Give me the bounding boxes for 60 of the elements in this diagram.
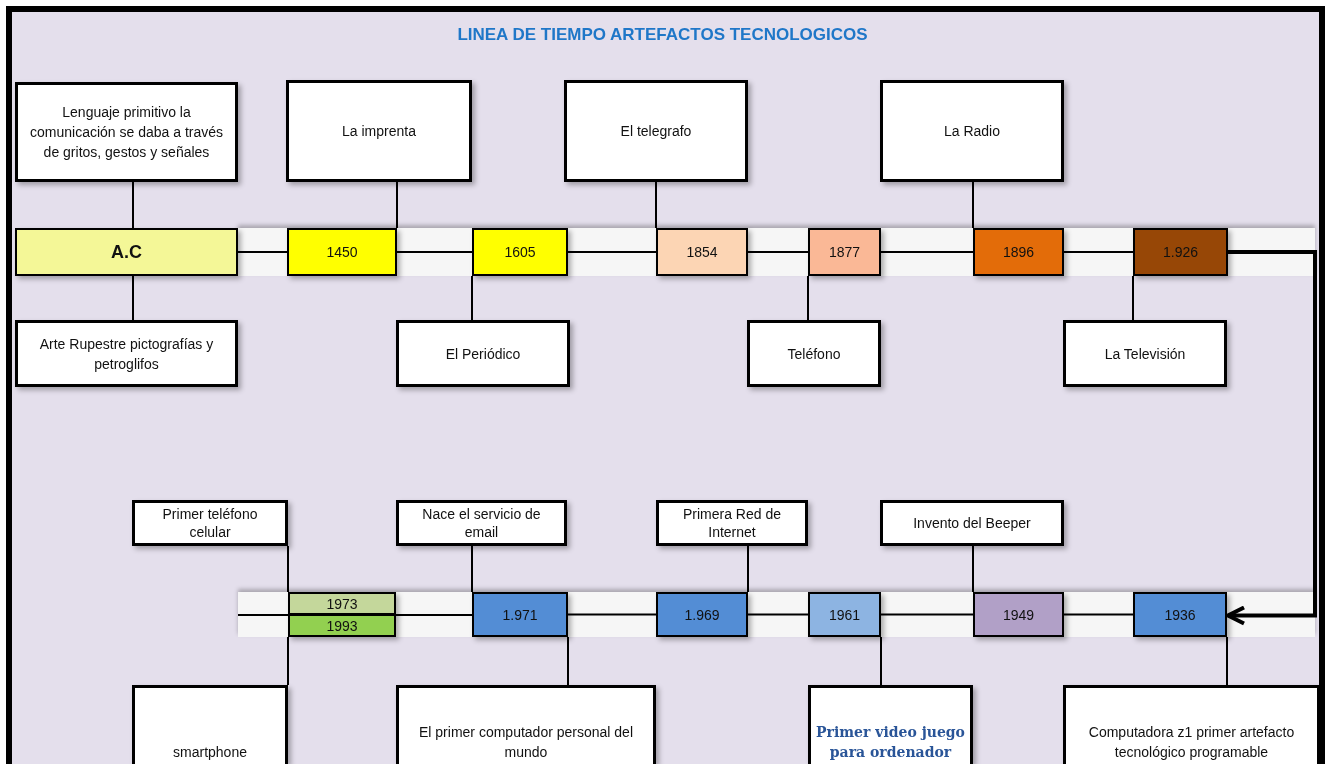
event-box: La Radio bbox=[880, 80, 1064, 182]
event-box: El primer computador personal del mundo bbox=[396, 685, 656, 764]
connector-line bbox=[747, 545, 749, 593]
connector-line bbox=[395, 614, 473, 616]
year-box: 1936 bbox=[1133, 592, 1227, 637]
connector-line bbox=[287, 545, 289, 593]
year-box: 1450 bbox=[287, 228, 397, 276]
event-box: La imprenta bbox=[286, 80, 472, 182]
event-box: Invento del Beeper bbox=[880, 500, 1064, 546]
connector-line bbox=[972, 545, 974, 593]
event-box: La Televisión bbox=[1063, 320, 1227, 387]
year-box: 1896 bbox=[973, 228, 1064, 276]
event-box: smartphone bbox=[132, 685, 288, 764]
connector-line bbox=[880, 613, 974, 616]
connector-line bbox=[237, 251, 288, 253]
year-box: 1993 bbox=[288, 614, 396, 637]
connector-line bbox=[880, 636, 882, 686]
connector-line bbox=[567, 636, 569, 686]
title-heading: LINEA DE TIEMPO ARTEFACTOS TECNOLOGICOS bbox=[456, 25, 869, 45]
event-box: El telegrafo bbox=[564, 80, 748, 182]
event-box: Nace el servicio de email bbox=[396, 500, 567, 546]
year-box: 1877 bbox=[808, 228, 881, 276]
connector-line bbox=[655, 181, 657, 229]
connector-line bbox=[132, 181, 134, 229]
connector-line bbox=[747, 251, 809, 253]
connector-line bbox=[807, 275, 809, 321]
connector-line bbox=[880, 251, 974, 253]
year-box: 1973 bbox=[288, 592, 396, 615]
event-box: Primera Red de Internet bbox=[656, 500, 808, 546]
year-box: 1961 bbox=[808, 592, 881, 637]
event-box: Primer video juego para ordenador bbox=[808, 685, 973, 764]
connector-line bbox=[471, 545, 473, 593]
connector-line bbox=[972, 181, 974, 229]
year-box: 1.971 bbox=[472, 592, 568, 637]
year-box: 1949 bbox=[973, 592, 1064, 637]
connector-line bbox=[747, 613, 809, 616]
event-box: Lenguaje primitivo la comunicación se daba a través de gritos, gestos y señales bbox=[15, 82, 238, 182]
year-box: A.C bbox=[15, 228, 238, 276]
connector-line bbox=[1063, 251, 1134, 253]
event-box: Primer teléfono celular bbox=[132, 500, 288, 546]
connector-line bbox=[396, 251, 473, 253]
event-box: El Periódico bbox=[396, 320, 570, 387]
event-box: Teléfono bbox=[747, 320, 881, 387]
year-box: 1.926 bbox=[1133, 228, 1228, 276]
arrow bbox=[1226, 250, 1317, 626]
connector-line bbox=[237, 614, 289, 616]
connector-line bbox=[471, 275, 473, 321]
year-box: 1854 bbox=[656, 228, 748, 276]
event-box: Arte Rupestre pictografías y petroglifos bbox=[15, 320, 238, 387]
event-box: Computadora z1 primer artefacto tecnológico programable bbox=[1063, 685, 1320, 764]
connector-line bbox=[1063, 613, 1134, 616]
year-box: 1.969 bbox=[656, 592, 748, 637]
connector-line bbox=[1226, 636, 1228, 686]
year-box: 1605 bbox=[472, 228, 568, 276]
connector-line bbox=[287, 636, 289, 686]
connector-line bbox=[567, 251, 657, 253]
connector-line bbox=[396, 181, 398, 229]
connector-line bbox=[132, 275, 134, 321]
connector-line bbox=[567, 613, 657, 616]
connector-line bbox=[1132, 275, 1134, 321]
